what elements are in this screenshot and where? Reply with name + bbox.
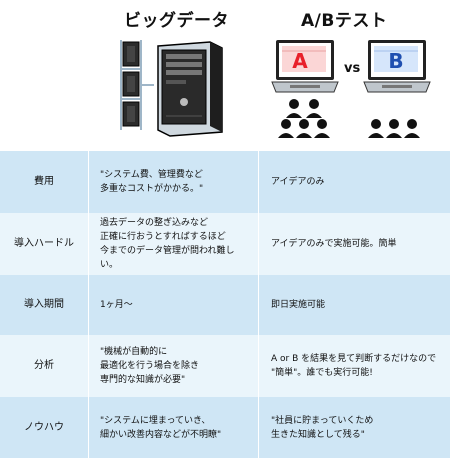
table-row: 費用 "システム費、管理費など 多重なコストがかかる。" アイデアのみ — [0, 151, 450, 213]
vs-label: vs — [344, 61, 361, 76]
tower-server-icon — [157, 41, 223, 137]
ab-cell: 即日実施可能 — [271, 275, 446, 335]
cell-text: "社員に貯まっていくため 生きた知識として残る" — [271, 415, 374, 440]
laptop-b-illustration: B — [363, 40, 431, 93]
row-label: 分析 — [34, 360, 54, 371]
cell-text: アイデアのみで実施可能。簡単 — [271, 239, 397, 249]
row-label: ノウハウ — [24, 421, 64, 433]
table-row: 分析 "機械が自動的に 最適化を行う場合を除き 専門的な知識が必要" A or … — [0, 335, 450, 397]
ab-cell: アイデアのみ — [271, 151, 446, 213]
header: ビッグデータ A/Bテスト — [0, 0, 450, 150]
people-group-b-icon — [368, 119, 420, 138]
ab-test-title: A/Bテスト — [301, 11, 388, 31]
table-row: 導入ハードル 過去データの整ぎ込みなど 正確に行おうとすればするほど 今までのデ… — [0, 213, 450, 275]
laptop-a-illustration: A — [271, 40, 339, 93]
bigdata-cell: "機械が自動的に 最適化を行う場合を除き 専門的な知識が必要" — [100, 335, 252, 397]
rack-unit-icon — [122, 41, 140, 127]
column-divider — [258, 151, 259, 458]
bigdata-title: ビッグデータ — [124, 11, 229, 31]
cell-text: A or B を結果を見て判断するだけなので "簡単"。誰でも実行可能! — [271, 354, 437, 378]
column-divider — [88, 151, 89, 458]
table-row: 導入期間 1ヶ月〜 即日実施可能 — [0, 275, 450, 335]
table-row: ノウハウ "システムに埋まっていき、 細かい改善内容などが不明瞭" "社員に貯ま… — [0, 397, 450, 458]
letter-a-icon: A — [292, 49, 308, 73]
people-group-a-icon — [278, 99, 330, 138]
cell-text: "システムに埋まっていき、 細かい改善内容などが不明瞭" — [100, 415, 222, 440]
bigdata-cell: "システムに埋まっていき、 細かい改善内容などが不明瞭" — [100, 397, 252, 458]
ab-cell: A or B を結果を見て判断するだけなので "簡単"。誰でも実行可能! — [271, 335, 446, 397]
cell-text: "システム費、管理費など 多重なコストがかかる。" — [100, 170, 204, 194]
cell-text: 過去データの整ぎ込みなど 正確に行おうとすればするほど 今までのデータ管理が問わ… — [100, 218, 235, 270]
server-illustration — [120, 40, 223, 137]
comparison-table: 費用 "システム費、管理費など 多重なコストがかかる。" アイデアのみ 導入ハー… — [0, 151, 450, 458]
cell-text: アイデアのみ — [271, 177, 325, 187]
row-label: 費用 — [34, 176, 54, 187]
row-label: 導入ハードル — [14, 238, 74, 249]
row-label: 導入期間 — [24, 299, 64, 310]
bigdata-cell: 1ヶ月〜 — [100, 275, 252, 335]
cell-text: "機械が自動的に 最適化を行う場合を除き 専門的な知識が必要" — [100, 347, 200, 385]
letter-b-icon: B — [388, 49, 403, 73]
bigdata-cell: 過去データの整ぎ込みなど 正確に行おうとすればするほど 今までのデータ管理が問わ… — [100, 213, 252, 275]
cell-text: 1ヶ月〜 — [100, 300, 133, 310]
ab-cell: アイデアのみで実施可能。簡単 — [271, 213, 446, 275]
cell-text: 即日実施可能 — [271, 300, 326, 310]
bigdata-cell: "システム費、管理費など 多重なコストがかかる。" — [100, 151, 252, 213]
ab-cell: "社員に貯まっていくため 生きた知識として残る" — [271, 397, 446, 458]
